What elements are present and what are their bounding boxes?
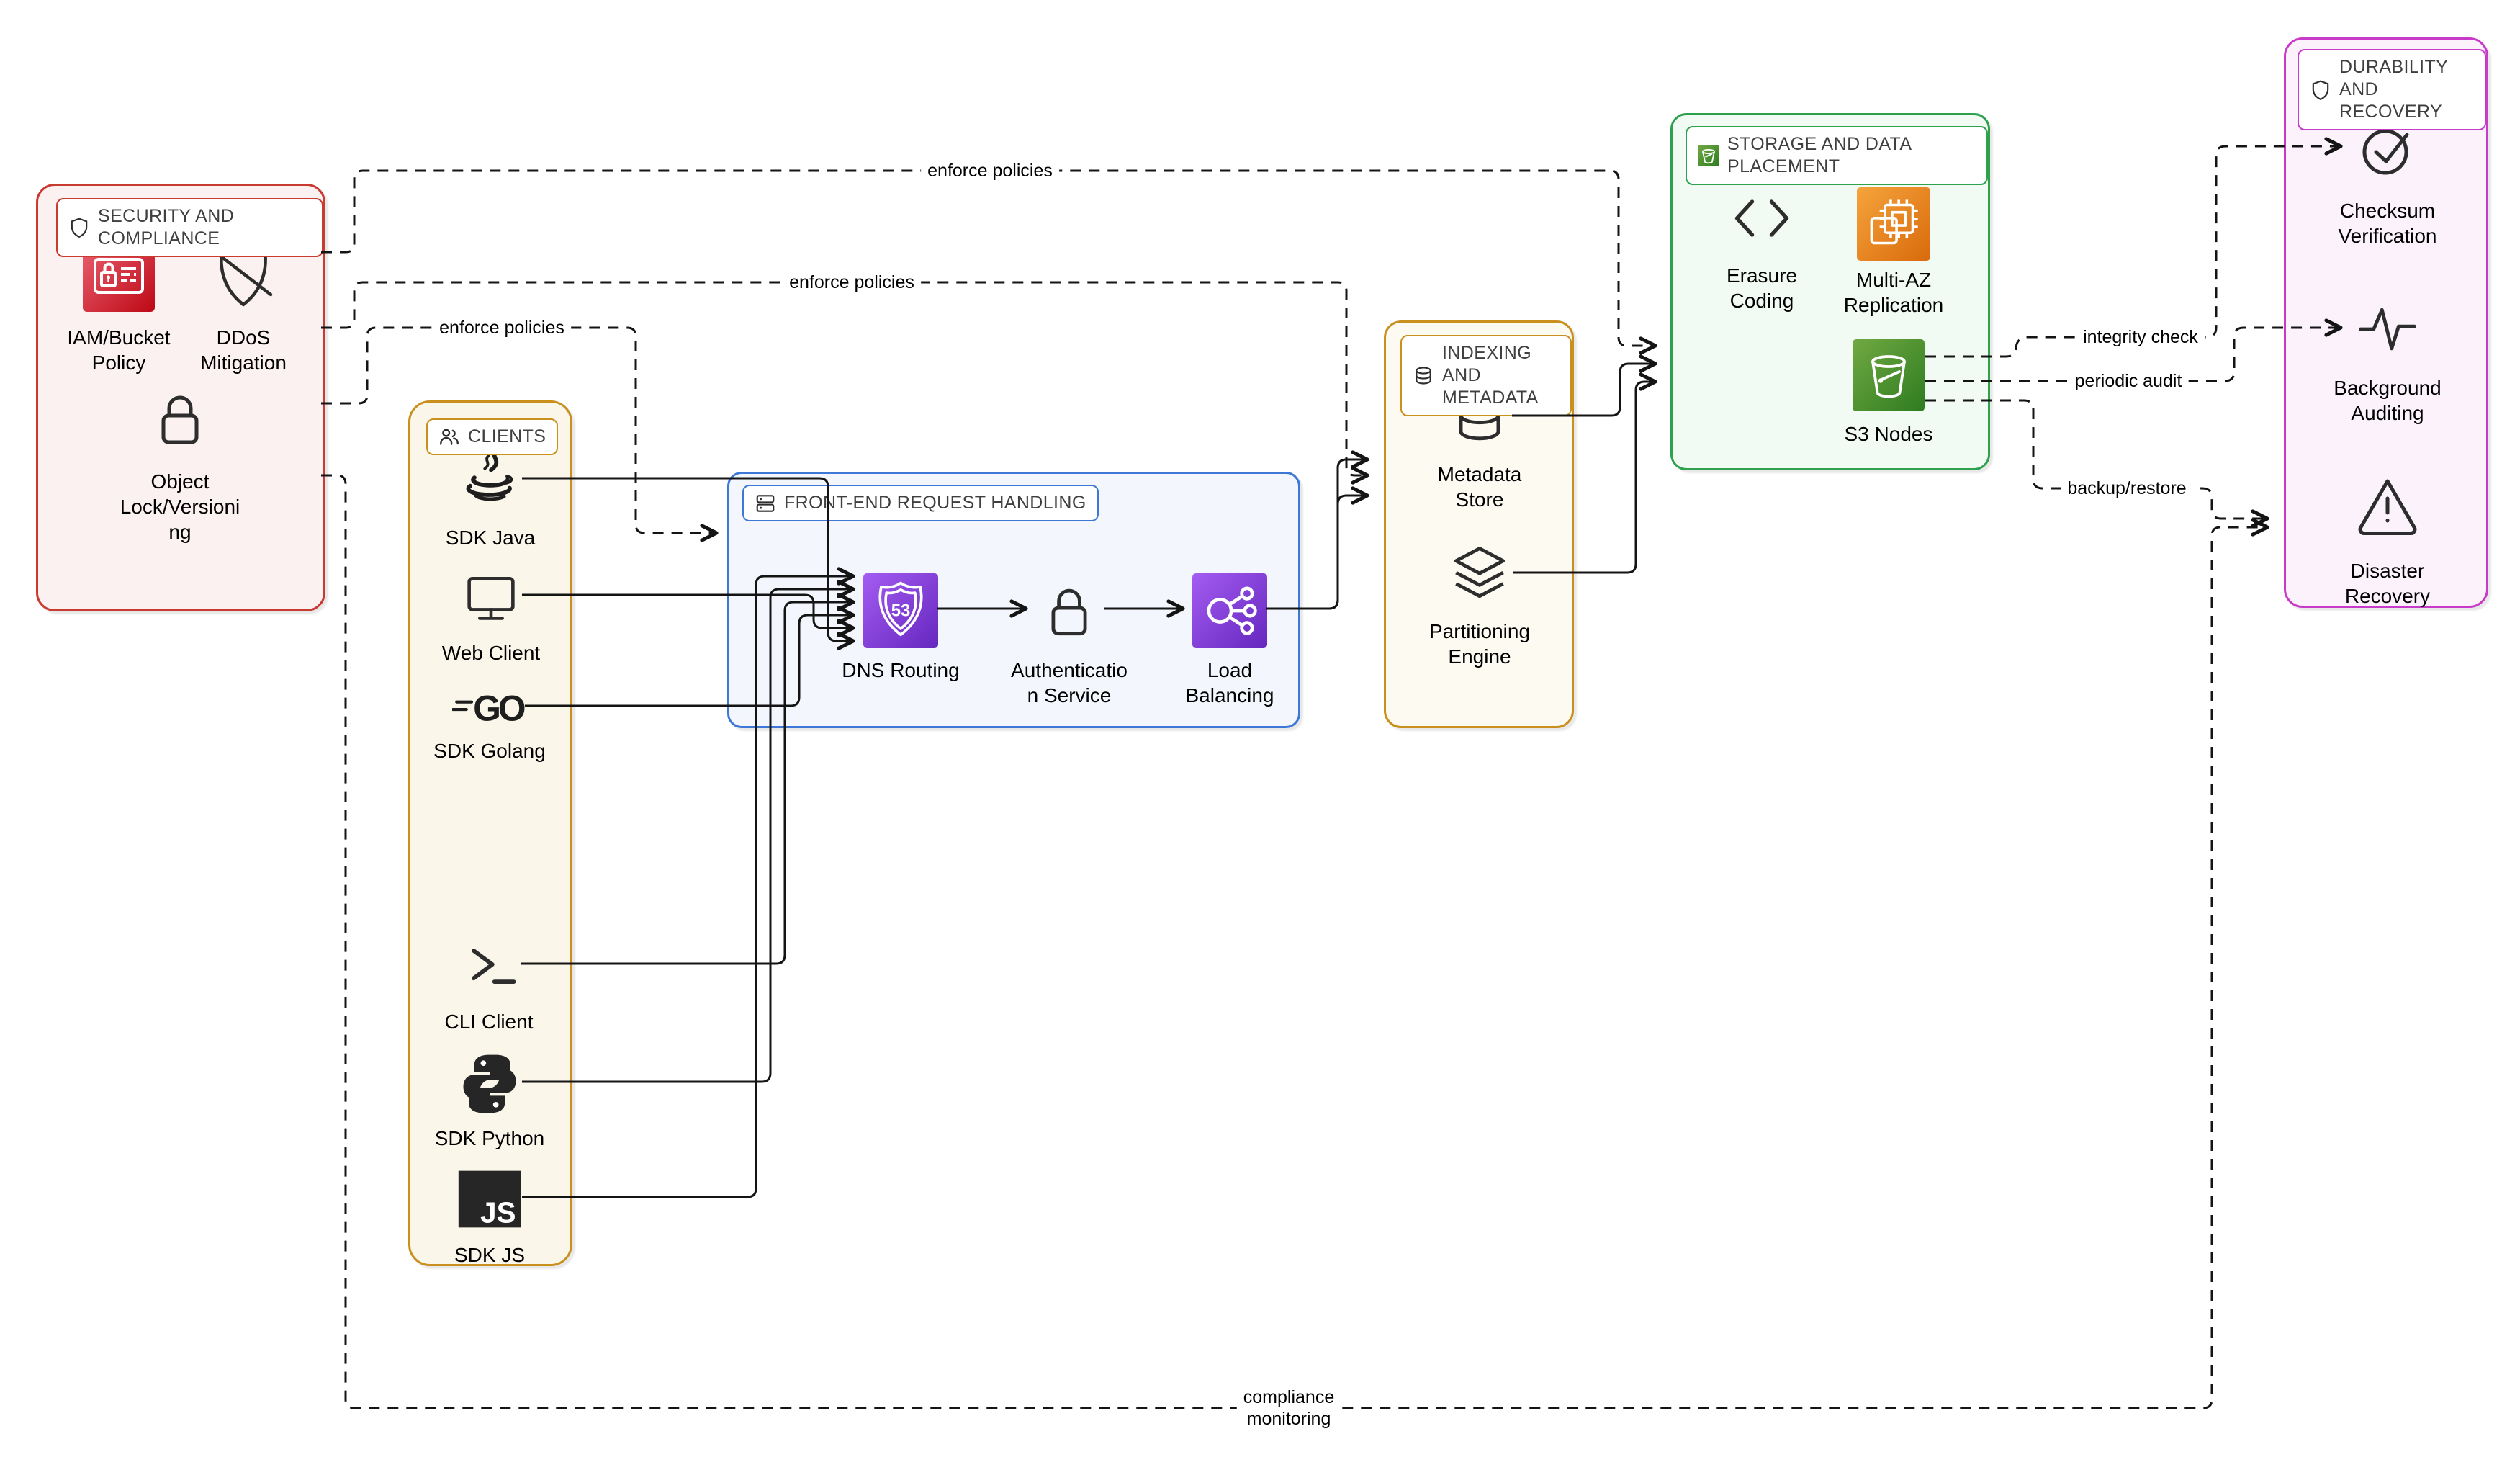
edge-label-periodic: periodic audit [2068,369,2189,393]
node-multiaz[interactable]: Multi-AZ Replication [1814,187,1973,318]
java-icon [456,446,525,515]
group-security[interactable]: SECURITY AND COMPLIANCE IAM/Bucket Policy… [36,184,325,611]
go-icon: GO [452,671,527,745]
node-label-erasure: Erasure Coding [1726,264,1798,312]
group-title-text: FRONT-END REQUEST HANDLING [784,493,1086,513]
node-lb[interactable]: Load Balancing [1151,573,1309,708]
warning-triangle-icon [2352,470,2424,542]
users-icon [438,426,460,448]
shield-icon [2310,79,2331,101]
edge-label-backup: backup/restore [2061,476,2193,501]
layers-icon [1445,540,1514,609]
svg-text:JS: JS [480,1196,516,1229]
node-label-golang: SDK Golang [433,740,546,762]
node-label-metadata: Metadata Store [1437,463,1522,511]
node-label-python: SDK Python [434,1127,545,1149]
s3-bucket-badge-icon [1698,145,1719,166]
s3-bucket-icon [1853,339,1925,411]
node-label-web: Web Client [441,642,541,664]
node-web[interactable]: Web Client [412,564,570,665]
node-partitioning[interactable]: Partitioning Engine [1400,540,1559,669]
code-brackets-icon [1727,184,1796,253]
node-label-s3nodes: S3 Nodes [1844,423,1933,445]
node-label-dns: DNS Routing [842,659,960,681]
route53-icon: 53 [863,573,938,648]
edge-label-enforce-1: enforce policies [921,158,1059,183]
terminal-icon [454,931,523,1000]
node-label-partitioning: Partitioning Engine [1428,620,1531,668]
chip-icon [1857,187,1930,261]
node-erasure[interactable]: Erasure Coding [1683,184,1841,313]
group-title-security: SECURITY AND COMPLIANCE [56,198,323,257]
group-title-durability: DURABILITY AND RECOVERY [2298,49,2486,130]
group-title-text: STORAGE AND DATA PLACEMENT [1727,134,1912,176]
lock-icon [144,382,216,454]
node-label-js: SDK JS [454,1244,526,1266]
node-label-objectlock: Object Lock/Versioni ng [120,470,240,543]
edge-label-compliance: compliance monitoring [1236,1385,1341,1431]
group-title-text: INDEXING AND METADATA [1442,343,1539,408]
node-objectlock[interactable]: Object Lock/Versioni ng [101,382,259,544]
node-iam[interactable]: IAM/Bucket Policy [40,240,198,375]
group-title-text: DURABILITY AND RECOVERY [2339,57,2448,122]
node-audit[interactable]: Background Auditing [2308,295,2467,426]
node-java[interactable]: SDK Java [411,446,570,550]
edge-label-enforce-3: enforce policies [433,315,571,340]
group-title-clients: CLIENTS [426,418,559,455]
python-icon [455,1049,524,1118]
monitor-icon [458,564,524,630]
node-label-ddos: DDoS Mitigation [200,326,287,374]
group-storage[interactable]: STORAGE AND DATA PLACEMENT Erasure Coding… [1670,113,1990,470]
node-s3nodes[interactable]: S3 Nodes [1809,339,1968,447]
check-circle-icon [2352,114,2424,186]
edge-label-enforce-2: enforce policies [783,270,921,295]
servers-icon [755,493,776,514]
node-label-iam: IAM/Bucket Policy [67,326,171,374]
svg-text:53: 53 [891,601,911,620]
group-title-indexing: INDEXING AND METADATA [1400,335,1572,416]
lock-icon [1035,576,1104,645]
node-label-java: SDK Java [445,526,536,549]
group-title-storage: STORAGE AND DATA PLACEMENT [1686,126,1988,185]
node-label-auth: Authenticatio n Service [1011,659,1128,707]
elb-icon [1192,573,1267,648]
group-title-text: SECURITY AND COMPLIANCE [98,206,235,248]
node-label-disaster: Disaster Recovery [2344,560,2431,607]
group-title-text: CLIENTS [468,426,546,447]
node-ddos[interactable]: DDoS Mitigation [164,240,323,375]
svg-text:GO: GO [473,689,525,729]
node-auth[interactable]: Authenticatio n Service [990,576,1148,708]
node-disaster[interactable]: Disaster Recovery [2308,470,2467,609]
group-title-frontend: FRONT-END REQUEST HANDLING [742,485,1099,521]
node-label-audit: Background Auditing [2334,377,2442,424]
node-checksum[interactable]: Checksum Verification [2308,114,2467,248]
edge-label-integrity: integrity check [2076,325,2205,349]
iam-policy-icon [83,240,155,312]
node-label-checksum: Checksum Verification [2338,199,2437,247]
database-icon [1413,365,1434,387]
js-icon: JS [455,1165,524,1234]
node-label-cli: CLI Client [444,1010,534,1033]
node-label-multiaz: Multi-AZ Replication [1843,269,1944,316]
node-python[interactable]: SDK Python [410,1049,569,1151]
node-js[interactable]: JS SDK JS [410,1165,569,1268]
node-label-lb: Load Balancing [1185,659,1274,707]
node-golang[interactable]: GO SDK Golang [410,671,569,763]
group-durability[interactable]: DURABILITY AND RECOVERY Checksum Verifica… [2284,37,2488,608]
pulse-icon [2353,295,2422,364]
shield-icon [68,217,90,238]
node-cli[interactable]: CLI Client [410,931,568,1034]
